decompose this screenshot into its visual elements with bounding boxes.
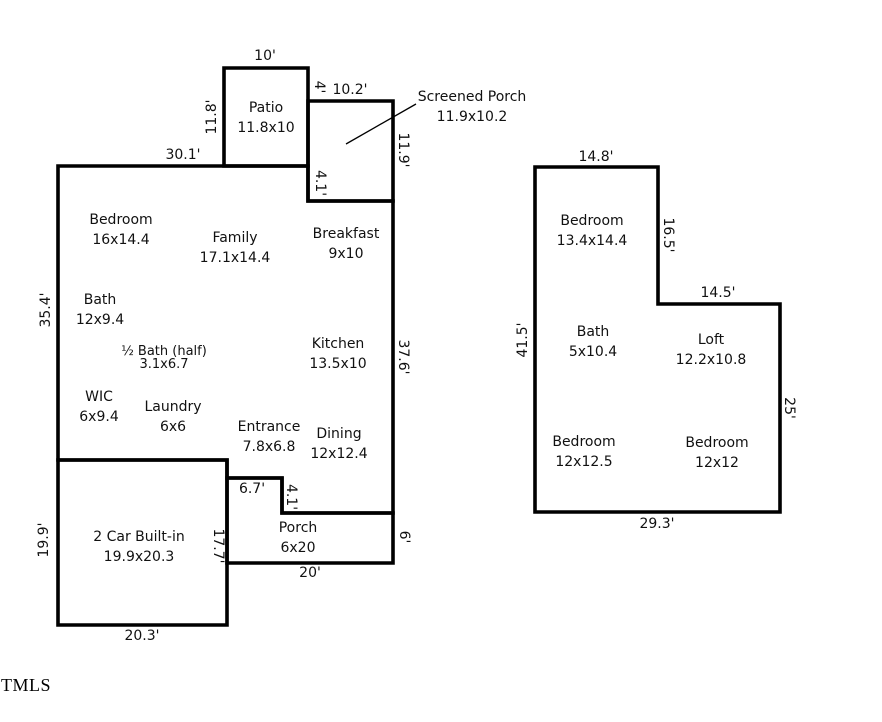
dim-label: 17.7' — [210, 528, 226, 564]
dim-label: 30.1' — [165, 147, 201, 163]
room-dims: 6x20 — [280, 540, 316, 556]
dim-label: 14.8' — [578, 149, 614, 165]
room-dims: 11.9x10.2 — [436, 109, 508, 125]
dim-label: 11.9' — [395, 132, 411, 168]
room-name: Porch — [278, 520, 318, 536]
dim-label: 37.6' — [395, 339, 411, 375]
room-label-garage: 2 Car Built-in 19.9x20.3 — [93, 527, 184, 567]
second-floor-outline — [533, 165, 782, 514]
room-dims: 17.1x14.4 — [199, 250, 271, 266]
dim-label: 10' — [254, 48, 276, 64]
dim-label: 6.7' — [238, 481, 266, 497]
room-dims: 9x10 — [328, 246, 364, 262]
dim-label: 11.8' — [204, 99, 220, 135]
room-label-bedroom-1: Bedroom 13.4x14.4 — [557, 211, 628, 251]
tmls-watermark: TMLS — [1, 675, 52, 695]
room-dims: 11.8x10 — [237, 120, 295, 136]
room-name: Bath — [83, 292, 117, 308]
dim-label: 10.2' — [332, 82, 368, 98]
room-name: Breakfast — [312, 226, 380, 242]
porch-outline — [225, 476, 395, 565]
room-name: Screened Porch — [417, 89, 527, 105]
room-label-bedroom-3: Bedroom 12x12 — [685, 433, 748, 473]
room-label-porch: Porch 6x20 — [279, 518, 318, 558]
room-name: Bedroom — [552, 434, 616, 450]
dim-label: 20' — [299, 565, 321, 581]
room-label-dining: Dining 12x12.4 — [310, 424, 367, 464]
dim-label: 6' — [396, 530, 412, 544]
room-dims: 5x10.4 — [568, 344, 618, 360]
room-dims: 12x12 — [695, 455, 739, 471]
room-dims: 16x14.4 — [92, 232, 150, 248]
dim-label: 25' — [781, 397, 797, 419]
room-label-entrance: Entrance 7.8x6.8 — [238, 417, 301, 457]
room-dims: 12x12.5 — [555, 454, 613, 470]
room-label-wic: WIC 6x9.4 — [79, 387, 118, 427]
room-name: WIC — [85, 389, 113, 405]
room-name: Bedroom — [685, 435, 749, 451]
room-name: Laundry — [144, 399, 202, 415]
room-dims: 19.9x20.3 — [103, 549, 175, 565]
room-name: Loft — [697, 332, 725, 348]
room-label-kitchen: Kitchen 13.5x10 — [309, 334, 366, 374]
room-label-family: Family 17.1x14.4 — [200, 228, 271, 268]
screened-porch-callout-line — [345, 103, 417, 145]
room-label-loft: Loft 12.2x10.8 — [676, 330, 747, 370]
dim-label: 41.5' — [515, 322, 531, 358]
room-label-bedroom-2: Bedroom 12x12.5 — [552, 432, 615, 472]
room-dims: 12x9.4 — [75, 312, 125, 328]
dim-label: 16.5' — [660, 217, 676, 253]
room-dims: 7.8x6.8 — [242, 439, 296, 455]
room-name: Bath — [576, 324, 610, 340]
dim-label: 4' — [311, 80, 327, 94]
room-name: Bedroom — [560, 213, 624, 229]
dim-label: 4.1' — [283, 483, 299, 511]
room-label-screened-porch: Screened Porch 11.9x10.2 — [418, 87, 527, 127]
room-name: Bedroom — [89, 212, 153, 228]
room-dims: 12.2x10.8 — [675, 352, 747, 368]
room-dims: 3.1x6.7 — [139, 357, 189, 372]
room-dims: 6x9.4 — [79, 409, 119, 425]
room-name: Family — [212, 230, 258, 246]
room-label-bath: Bath 12x9.4 — [76, 290, 124, 330]
room-label-half-bath: ½ Bath (half) 3.1x6.7 — [121, 345, 207, 371]
room-dims: 6x6 — [159, 419, 187, 435]
dim-label: 35.4' — [38, 292, 54, 328]
room-label-bath2: Bath 5x10.4 — [569, 322, 617, 362]
room-name: Entrance — [237, 419, 301, 435]
room-name: Dining — [316, 426, 362, 442]
dim-label: 19.9' — [36, 522, 52, 558]
room-dims: 13.4x14.4 — [556, 233, 628, 249]
room-dims: 13.5x10 — [309, 356, 367, 372]
dim-label: 29.3' — [639, 516, 675, 532]
room-name: 2 Car Built-in — [93, 529, 185, 545]
garage-outline — [56, 458, 229, 627]
room-label-patio: Patio 11.8x10 — [237, 98, 294, 138]
room-name: ½ Bath (half) — [121, 344, 207, 359]
room-label-bedroom: Bedroom 16x14.4 — [89, 210, 152, 250]
room-label-laundry: Laundry 6x6 — [144, 397, 201, 437]
dim-label: 20.3' — [124, 628, 160, 644]
room-name: Patio — [248, 100, 284, 116]
dim-label: 14.5' — [700, 285, 736, 301]
room-label-breakfast: Breakfast 9x10 — [313, 224, 380, 264]
room-dims: 12x12.4 — [310, 446, 368, 462]
room-name: Kitchen — [311, 336, 365, 352]
dim-label: 4.1' — [312, 169, 328, 197]
